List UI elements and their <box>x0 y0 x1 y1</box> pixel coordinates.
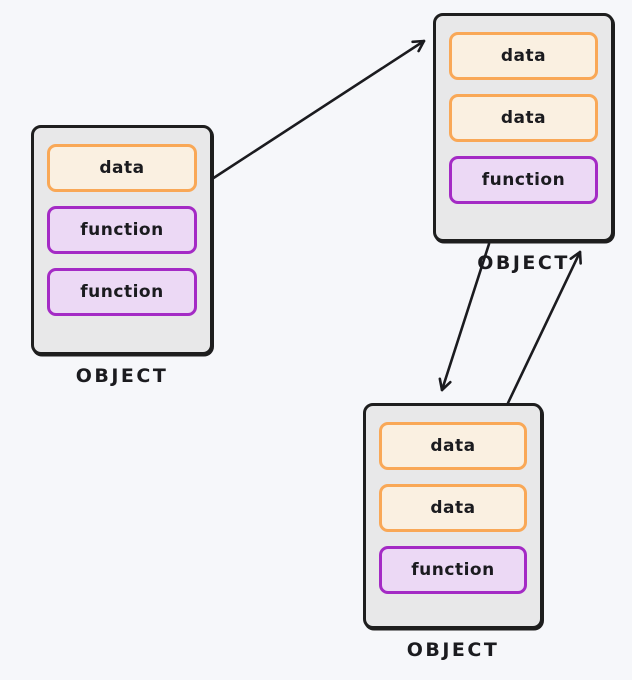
arrow-left-to-top-right <box>210 39 426 181</box>
arrow-bottom-to-top-right <box>506 250 582 405</box>
member-data: data <box>47 144 197 192</box>
member-data: data <box>449 32 598 80</box>
object-label: OBJECT <box>406 639 500 661</box>
member-data: data <box>379 422 527 470</box>
member-function: function <box>47 206 197 254</box>
object-label: OBJECT <box>75 365 169 387</box>
member-function: function <box>379 546 527 594</box>
object-node-left: data function function OBJECT <box>31 125 213 387</box>
member-function: function <box>449 156 598 204</box>
object-node-top-right: data data function OBJECT <box>433 13 614 274</box>
member-data: data <box>449 94 598 142</box>
object-node-bottom-right: data data function OBJECT <box>363 403 543 661</box>
object-container: data data function <box>433 13 614 242</box>
member-data: data <box>379 484 527 532</box>
object-container: data function function <box>31 125 213 355</box>
object-container: data data function <box>363 403 543 629</box>
member-function: function <box>47 268 197 316</box>
object-label: OBJECT <box>477 252 570 274</box>
